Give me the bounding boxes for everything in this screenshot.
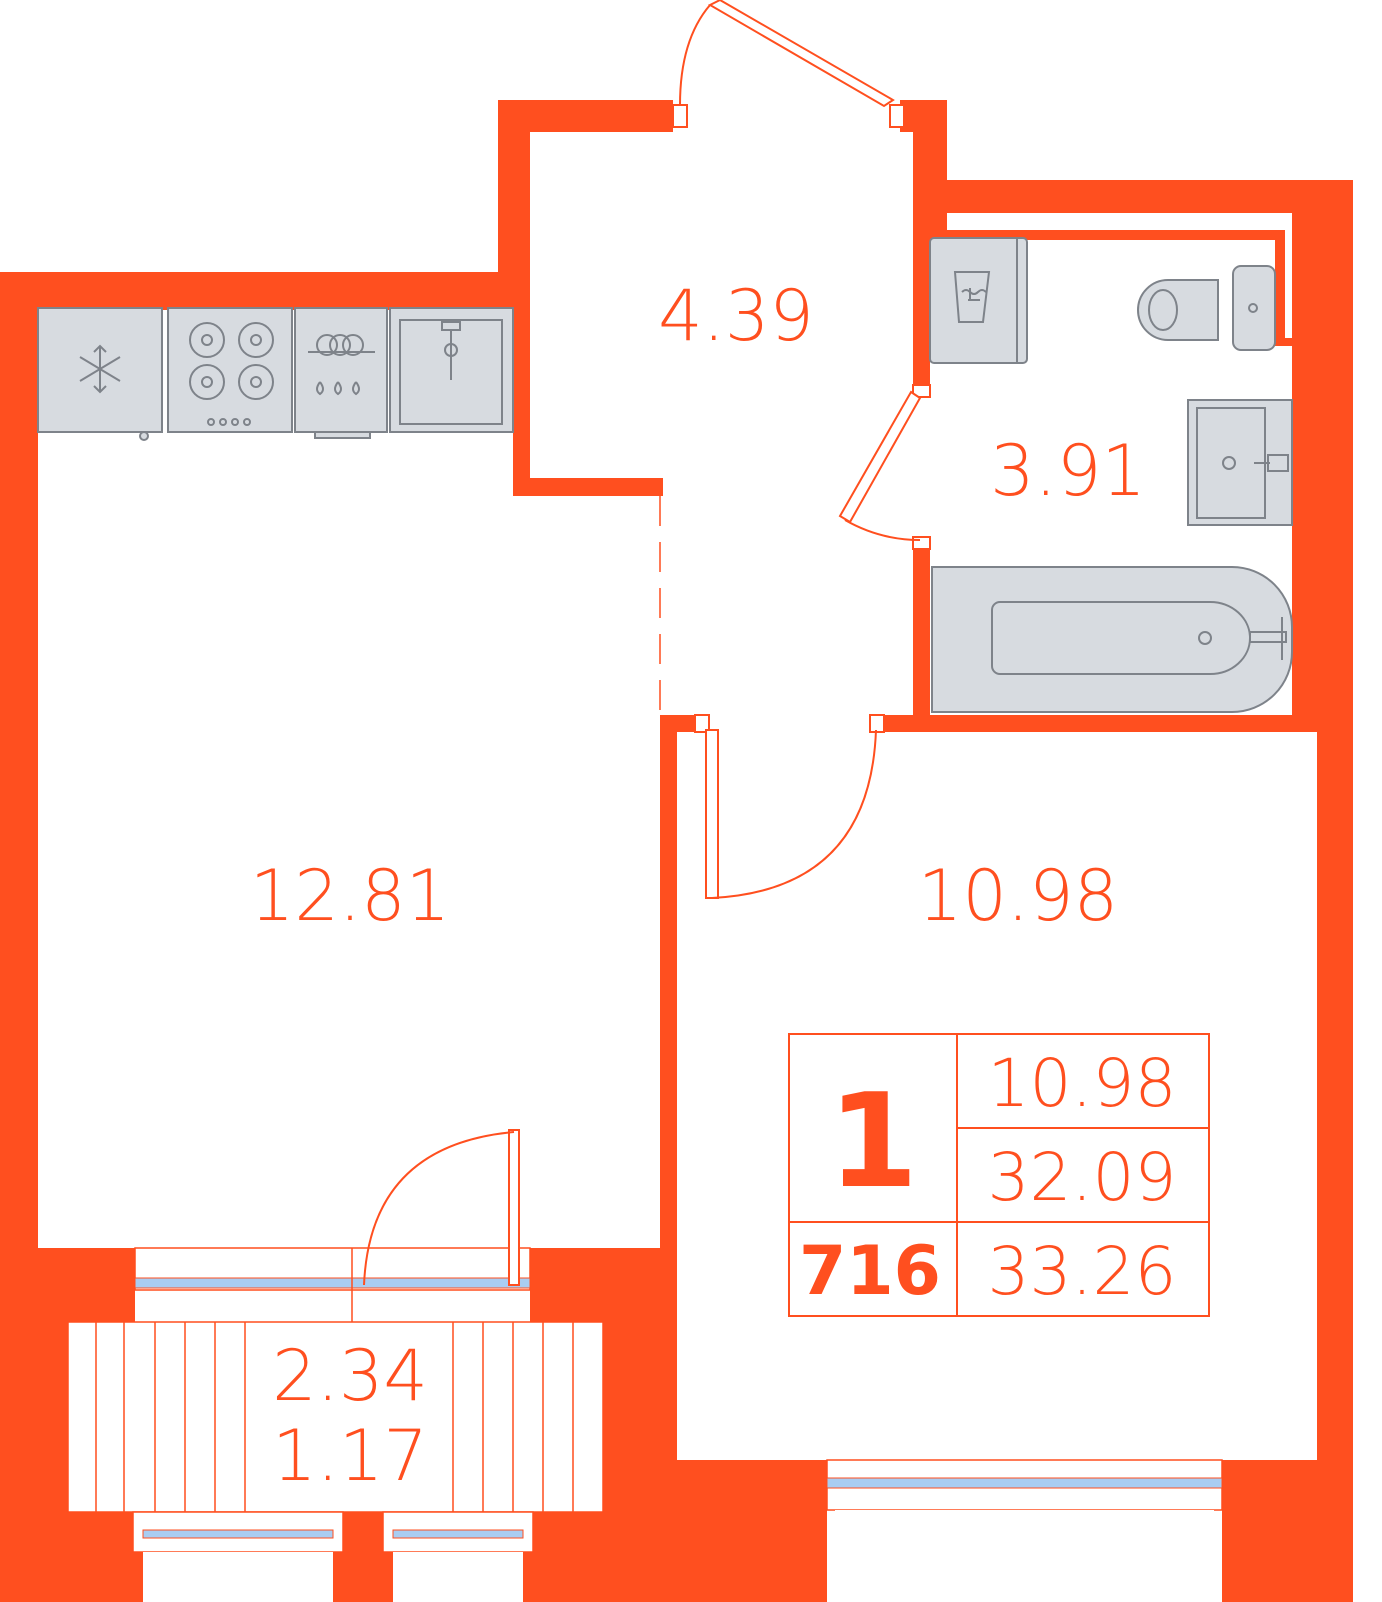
wall-right: [1317, 180, 1353, 1602]
bedroom-door: [694, 714, 885, 899]
total-area: 32.09: [988, 1139, 1177, 1216]
wall-bath-inner-right: [1292, 213, 1317, 730]
room-area-hallway: 4.39: [658, 275, 814, 357]
wall-hall-left: [498, 100, 530, 310]
room-area-bathroom: 3.91: [990, 430, 1146, 512]
kitchen-sink-icon: [389, 307, 514, 433]
summary-box: [788, 1033, 1210, 1317]
bathtub-icon: [931, 566, 1293, 713]
wall-top-bath: [913, 180, 1353, 213]
bedroom-window: [826, 1459, 1223, 1602]
room-area-kitchen: 12.81: [250, 855, 450, 937]
washing-machine-icon: [929, 237, 1028, 364]
apartment-number: 716: [799, 1232, 941, 1311]
wall-bottom-bedroom-right: [1222, 1460, 1353, 1602]
entry-door: [672, 0, 905, 128]
dishwasher-icon: [294, 307, 388, 439]
wall-bath-bottom: [878, 715, 1317, 732]
wall-bath-inner-step: [1275, 338, 1302, 346]
wall-hall-top-left: [498, 100, 673, 132]
walls: [0, 100, 1353, 1602]
bathroom-fixtures: [929, 237, 1293, 713]
room-area-balcony-reduced: 1.17: [272, 1415, 428, 1497]
balcony-window-right: [382, 1511, 534, 1602]
balcony-door: [363, 1129, 520, 1286]
wall-partition-top: [660, 715, 695, 732]
kitchen-window: [134, 1247, 531, 1291]
fridge-icon: [37, 307, 163, 441]
wall-bath-left-lower: [913, 547, 930, 730]
room-area-bedroom: 10.98: [918, 855, 1118, 937]
wall-bath-inner-top: [930, 230, 1285, 240]
wall-kitchen-hall: [513, 310, 530, 495]
kitchen-unit: [37, 307, 514, 441]
room-area-balcony: 2.34: [272, 1335, 428, 1417]
living-area: 10.98: [988, 1045, 1177, 1122]
wall-bath-inner-top-right: [1275, 230, 1285, 342]
wall-top-kitchen: [0, 272, 530, 310]
balcony-window-left: [132, 1511, 344, 1602]
wall-bottom-bedroom: [677, 1460, 827, 1602]
rooms-count: 1: [828, 1065, 918, 1217]
total-with-balcony: 33.26: [988, 1233, 1177, 1310]
cooktop-icon: [167, 307, 293, 433]
toilet-icon: [1137, 265, 1276, 351]
wall-bath-left: [913, 213, 930, 385]
washbasin-icon: [1187, 399, 1293, 526]
balcony: [67, 1248, 604, 1602]
wall-kitchen-hall-bottom: [513, 478, 663, 496]
bathroom-door: [838, 384, 931, 550]
